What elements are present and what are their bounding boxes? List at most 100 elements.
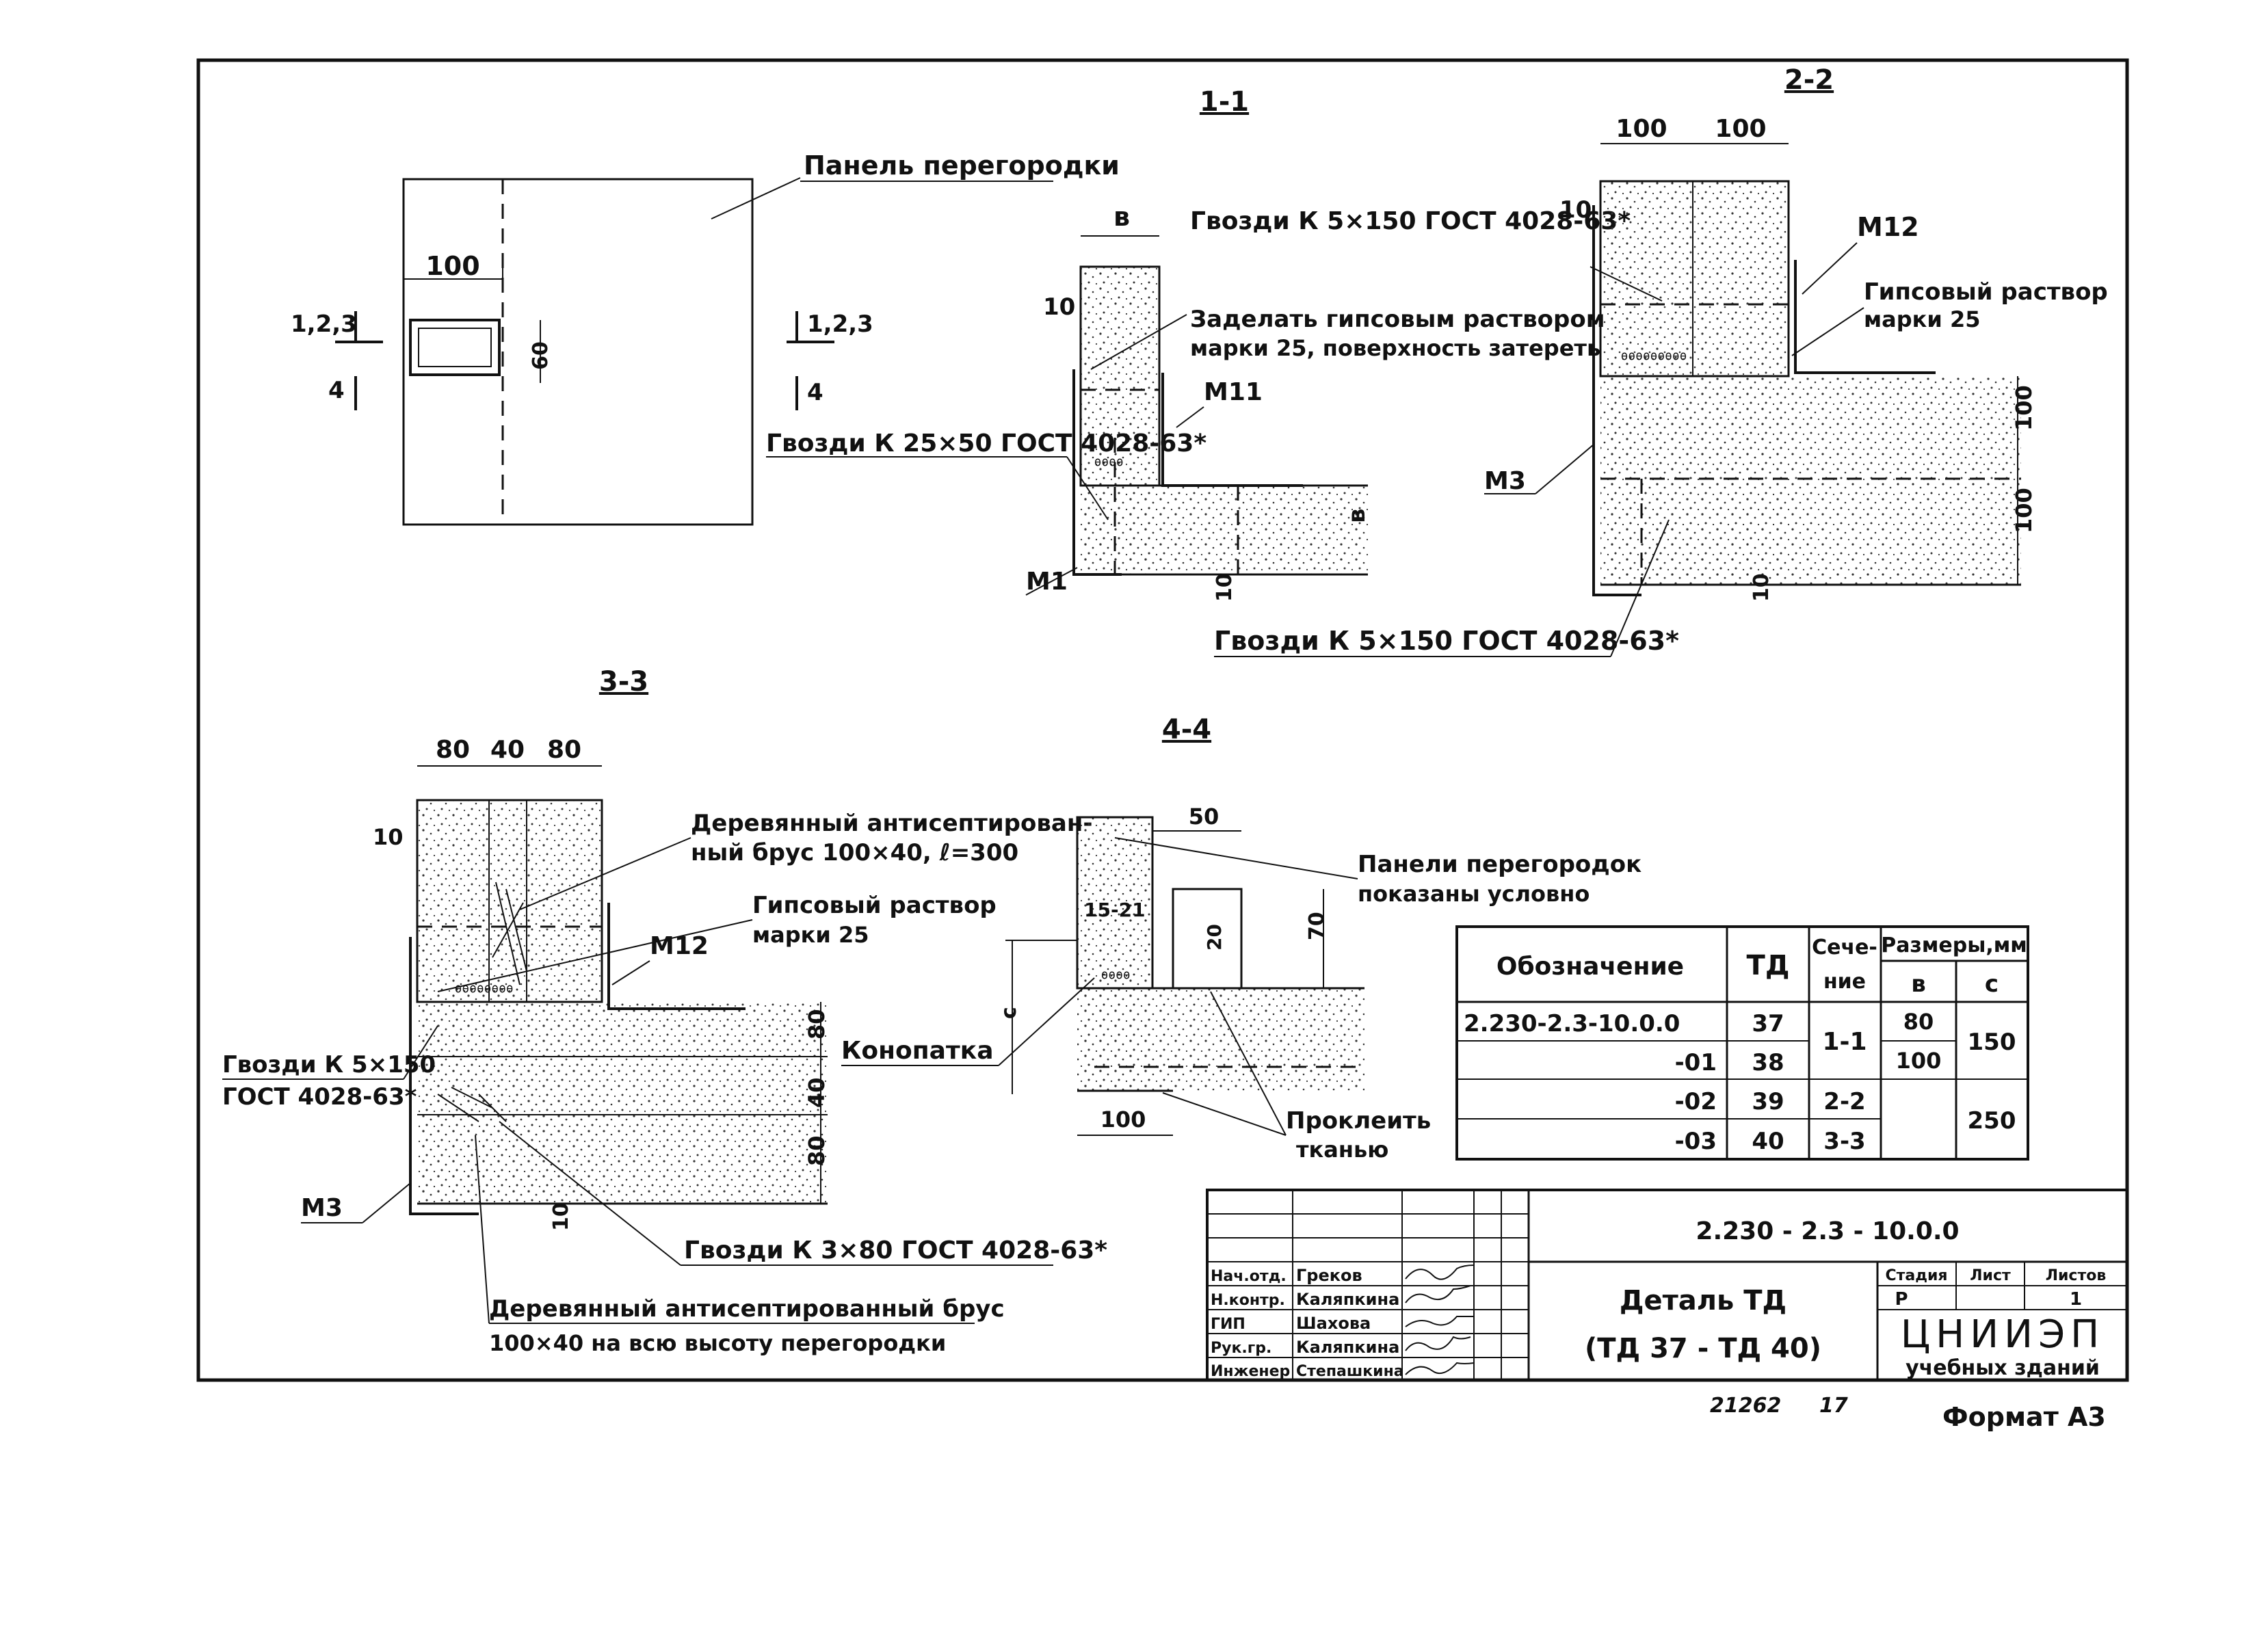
table-h-b: в — [1911, 970, 1926, 998]
tb-sheets: 1 — [2070, 1289, 2082, 1310]
sheet-frame — [196, 58, 2129, 1382]
sec44-caulk-hatch: ᶿᶿᶿᶿ — [1101, 969, 1131, 990]
tb-footer-page: 17 — [1819, 1394, 1848, 1418]
sec33-timber-2: ный брус 100×40, ℓ=300 — [691, 839, 1018, 866]
sec33-dim-10: 10 — [373, 824, 404, 850]
tb-name-5: Степашкина — [1296, 1363, 1404, 1380]
sec44-caulk: Конопатка — [841, 1037, 994, 1065]
sec44-glue-2: тканью — [1296, 1137, 1388, 1163]
plan-cut-4-right: 4 — [807, 379, 823, 406]
sec33-timber-full-2: 100×40 на всю высоту перегородки — [489, 1330, 946, 1356]
sec11-fill-note-2: марки 25, поверхность затереть — [1190, 335, 1600, 361]
sec11-spring: ᶿᶿᶿᶿ — [1094, 456, 1124, 477]
sec22-gypsum-1: Гипсовый раствор — [1864, 278, 2108, 306]
sec33-dim-40b: 40 — [804, 1077, 830, 1108]
tb-sheets-header: Листов — [2046, 1267, 2107, 1284]
table-row-2-b: 100 — [1896, 1048, 1942, 1074]
tb-stage: Р — [1895, 1289, 1908, 1310]
table-row-4-td: 40 — [1752, 1128, 1784, 1155]
sec44-dim-50: 50 — [1189, 804, 1219, 830]
sec44-dim-100: 100 — [1100, 1107, 1146, 1133]
tb-org: ЦНИИЭП — [1901, 1312, 2105, 1357]
sec33-nails-left-2: ГОСТ 4028-63* — [222, 1083, 417, 1111]
section-2-2-title: 2-2 — [1784, 64, 1834, 96]
tb-role-1: Нач.отд. — [1211, 1268, 1287, 1285]
sec33-timber-full-1: Деревянный антисептированный брус — [489, 1295, 1005, 1323]
tb-role-3: ГИП — [1211, 1316, 1245, 1333]
tb-title-2: (ТД 37 - ТД 40) — [1585, 1333, 1821, 1364]
section-2-2: 2-2 ᶿᶿᶿᶿᶿᶿᶿᶿᶿ 100 100 10 М12 Гипсовый ра… — [1214, 64, 2108, 657]
sec11-nails-side: Гвозди К 25×50 ГОСТ 4028-63* — [766, 429, 1206, 458]
table-c-250: 250 — [1968, 1107, 2016, 1135]
tb-stage-header: Стадия — [1885, 1267, 1947, 1284]
sec11-nails-top: Гвозди К 5×150 ГОСТ 4028-63* — [1190, 207, 1631, 235]
plan-dim-60: 60 — [529, 341, 553, 370]
sec11-dim-10-bottom: 10 — [1213, 573, 1237, 602]
table-h-sizes: Размеры,мм — [1881, 933, 2027, 957]
section-1-1-title: 1-1 — [1200, 86, 1249, 118]
table-row-3-td: 39 — [1752, 1088, 1784, 1115]
sec22-dim-100a: 100 — [1616, 115, 1667, 143]
section-3-3: 3-3 ᶿᶿᶿᶿᶿᶿᶿᶿ 80 40 80 10 Деревянный анти… — [222, 666, 1107, 1356]
sec22-dim-10: 10 — [1559, 196, 1592, 224]
tb-signatures — [1405, 1264, 1475, 1375]
table-h-designation: Обозначение — [1496, 953, 1684, 981]
sec22-dim-100c: 100 — [2011, 385, 2037, 431]
sec33-nails-left-1: Гвозди К 5×150 — [222, 1051, 436, 1078]
tb-title-1: Деталь ТД — [1620, 1285, 1786, 1316]
tb-sheet-header: Лист — [1970, 1267, 2011, 1284]
sec33-m12: М12 — [650, 932, 709, 960]
sec44-dim-15-21: 15-21 — [1084, 899, 1146, 921]
sec22-m12: М12 — [1857, 212, 1919, 242]
sec33-gypsum-2: марки 25 — [752, 922, 869, 948]
section-4-4-title: 4-4 — [1162, 714, 1211, 745]
section-4-4: 4-4 ᶿᶿᶿᶿ 50 15-21 20 70 с Конопатка 100 … — [841, 714, 1641, 1163]
sec33-dim-80d: 80 — [804, 1135, 830, 1166]
sec22-dim-100d: 100 — [2011, 488, 2037, 533]
sec11-dim-b-right: в — [1343, 508, 1371, 523]
sec11-dim-b: в — [1113, 202, 1130, 232]
plan-cut-123-left: 1,2,3 — [291, 310, 357, 338]
sec22-gypsum-2: марки 25 — [1864, 306, 1980, 332]
table-row-3-designation: -02 — [1675, 1088, 1717, 1115]
plan-cut-4-left: 4 — [328, 377, 345, 404]
tb-org-sub: учебных зданий — [1906, 1356, 2100, 1380]
plan-dim-100: 100 — [425, 251, 479, 281]
sec22-m3: М3 — [1484, 467, 1526, 495]
sec22-spring: ᶿᶿᶿᶿᶿᶿᶿᶿᶿ — [1621, 350, 1687, 371]
sec33-m3: М3 — [301, 1194, 343, 1222]
tb-name-3: Шахова — [1296, 1314, 1371, 1333]
sec22-nails-bottom: Гвозди К 5×150 ГОСТ 4028-63* — [1214, 626, 1679, 656]
tb-role-4: Рук.гр. — [1211, 1340, 1271, 1357]
sec44-panels-2: показаны условно — [1358, 881, 1590, 907]
sec44-dim-20: 20 — [1203, 924, 1226, 951]
sec33-gypsum-1: Гипсовый раствор — [752, 892, 997, 919]
table-row-2-td: 38 — [1752, 1049, 1784, 1076]
sec33-dim-80a: 80 — [436, 736, 470, 764]
table-row-1-designation: 2.230-2.3-10.0.0 — [1464, 1010, 1680, 1037]
sizes-table: Обозначение ТД Сече- ние Размеры,мм в с … — [1455, 925, 2029, 1161]
tb-footer-num: 21262 — [1710, 1394, 1781, 1418]
section-1-1: 1-1 ᶿᶿᶿᶿ в 10 Гвозди К 5×150 ГОСТ 4028-6… — [766, 86, 1631, 602]
sec44-glue-1: Проклеить — [1286, 1107, 1431, 1135]
tb-code: 2.230 - 2.3 - 10.0.0 — [1696, 1217, 1959, 1245]
tb-name-2: Каляпкина — [1296, 1290, 1399, 1309]
sec44-dim-70: 70 — [1305, 912, 1329, 940]
tb-role-2: Н.контр. — [1211, 1292, 1285, 1309]
table-sec-2-2: 2-2 — [1823, 1088, 1865, 1115]
sec33-dim-10-bottom: 10 — [549, 1202, 573, 1231]
tb-name-1: Греков — [1296, 1266, 1362, 1285]
sec33-nails-bottom: Гвозди К 3×80 ГОСТ 4028-63* — [684, 1236, 1107, 1264]
table-h-section-2: ние — [1823, 970, 1866, 994]
sec22-dim-100b: 100 — [1715, 115, 1766, 143]
tb-name-4: Каляпкина — [1296, 1338, 1399, 1357]
sec44-dim-c: с — [997, 1007, 1021, 1019]
table-row-2-designation: -01 — [1675, 1049, 1717, 1076]
tb-format: Формат А3 — [1942, 1402, 2106, 1432]
sec44-panels-1: Панели перегородок — [1358, 851, 1641, 878]
sec11-fill-note-1: Заделать гипсовым раствором — [1190, 306, 1605, 333]
sec33-dim-80c: 80 — [804, 1009, 830, 1039]
table-h-td: ТД — [1747, 950, 1790, 981]
sec11-dim-10: 10 — [1043, 293, 1075, 321]
